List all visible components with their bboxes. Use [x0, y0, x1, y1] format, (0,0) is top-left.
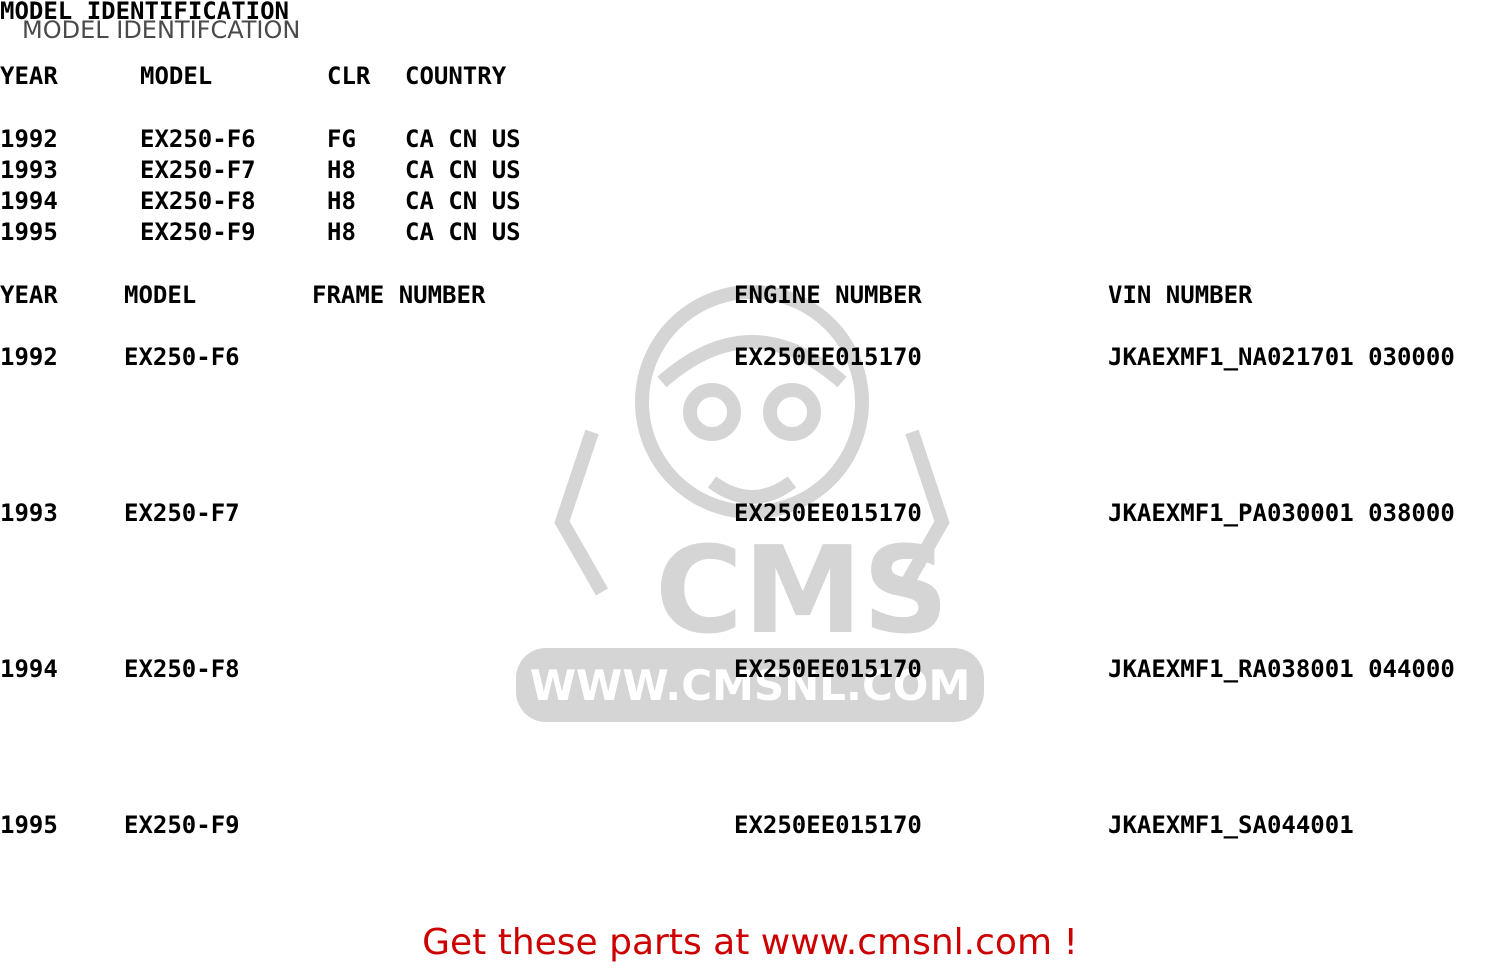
- table2-cell-engine: EX250EE015170: [734, 343, 922, 371]
- page-title: MODEL IDENTIFICATION: [0, 0, 289, 25]
- table1-cell-model: EX250-F7: [140, 156, 256, 184]
- mechanic-mascot-icon: [554, 285, 950, 596]
- table2-cell-year: 1993: [0, 499, 58, 527]
- table2-cell-engine: EX250EE015170: [734, 499, 922, 527]
- table1-cell-country: CA CN US: [405, 187, 521, 215]
- table2-cell-year: 1992: [0, 343, 58, 371]
- table2-cell-engine: EX250EE015170: [734, 655, 922, 683]
- table1-header-year: YEAR: [0, 62, 58, 90]
- table1-cell-year: 1994: [0, 187, 58, 215]
- watermark-logo-text: CMS: [655, 522, 949, 661]
- table1-cell-clr: H8: [327, 218, 356, 246]
- table2-cell-model: EX250-F7: [124, 499, 240, 527]
- table1-cell-model: EX250-F9: [140, 218, 256, 246]
- table2-cell-vin: JKAEXMF1_NA021701 030000: [1108, 343, 1455, 371]
- table1-cell-model: EX250-F6: [140, 125, 256, 153]
- table1-cell-clr: FG: [327, 125, 356, 153]
- table2-cell-model: EX250-F6: [124, 343, 240, 371]
- table2-cell-vin: JKAEXMF1_SA044001: [1108, 811, 1354, 839]
- table2-cell-year: 1995: [0, 811, 58, 839]
- table2-cell-vin: JKAEXMF1_RA038001 044000: [1108, 655, 1455, 683]
- table1-cell-country: CA CN US: [405, 156, 521, 184]
- cmsnl-footer-link[interactable]: Get these parts at www.cmsnl.com !: [422, 922, 1078, 963]
- cms-watermark-logo: CMS WWW.CMSNL.COM: [516, 285, 984, 722]
- table1-header-clr: CLR: [327, 62, 371, 90]
- table1-cell-model: EX250-F8: [140, 187, 256, 215]
- table1-cell-year: 1995: [0, 218, 58, 246]
- table2-cell-engine: EX250EE015170: [734, 811, 922, 839]
- table2-header-vin: VIN NUMBER: [1108, 281, 1253, 309]
- table2-cell-model: EX250-F8: [124, 655, 240, 683]
- table2-cell-model: EX250-F9: [124, 811, 240, 839]
- table1-cell-country: CA CN US: [405, 125, 521, 153]
- overlay-title: MODEL IDENTIFCATION: [22, 16, 301, 44]
- table1-cell-year: 1992: [0, 125, 58, 153]
- table1-header-model: MODEL: [140, 62, 213, 90]
- table1-cell-year: 1993: [0, 156, 58, 184]
- table2-header-engine: ENGINE NUMBER: [734, 281, 922, 309]
- table2-cell-vin: JKAEXMF1_PA030001 038000: [1108, 499, 1455, 527]
- table2-header-year: YEAR: [0, 281, 58, 309]
- table1-header-country: COUNTRY: [405, 62, 507, 90]
- table2-cell-year: 1994: [0, 655, 58, 683]
- table1-cell-clr: H8: [327, 156, 356, 184]
- table1-cell-country: CA CN US: [405, 218, 521, 246]
- table1-cell-clr: H8: [327, 187, 356, 215]
- table2-header-frame: FRAME NUMBER: [312, 281, 486, 309]
- watermark-url-text: WWW.CMSNL.COM: [530, 661, 971, 710]
- table2-header-model: MODEL: [124, 281, 197, 309]
